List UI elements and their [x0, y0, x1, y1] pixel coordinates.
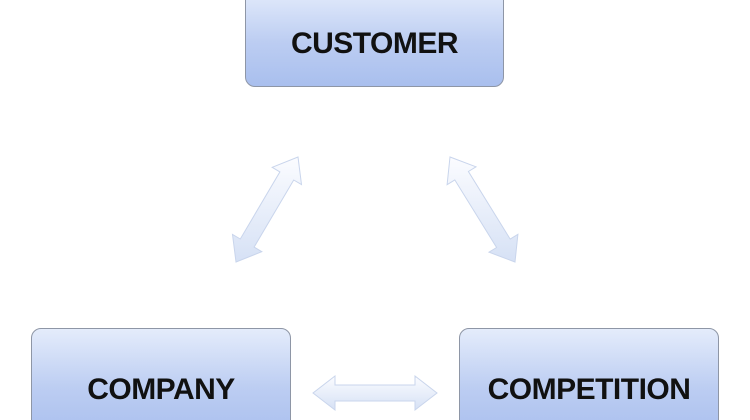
customer-box: CUSTOMER — [245, 0, 504, 87]
arrow-company-competition — [312, 374, 438, 412]
customer-label: CUSTOMER — [290, 26, 459, 60]
company-label: COMPANY — [87, 373, 235, 406]
arrow-customer-company — [231, 156, 303, 263]
arrow-customer-competition — [446, 156, 519, 263]
company-box: COMPANY — [31, 328, 291, 420]
competition-box: COMPETITION — [459, 328, 719, 420]
competition-label: COMPETITION — [487, 373, 691, 406]
